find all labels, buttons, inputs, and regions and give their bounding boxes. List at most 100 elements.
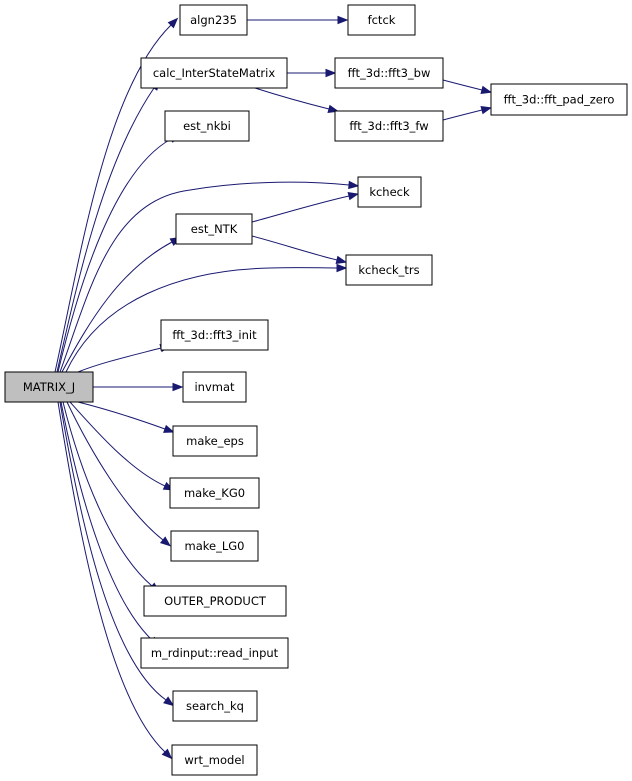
node-calc-interstatematrix[interactable]: calc_InterStateMatrix	[140, 57, 288, 89]
node-label: invmat	[194, 380, 235, 394]
node-label: est_NTK	[191, 222, 238, 236]
node-fctck[interactable]: fctck	[347, 4, 416, 36]
edge-matrix_j-to-kcheck	[59, 180, 360, 373]
edge-line	[54, 24, 172, 373]
arrow-head	[336, 263, 348, 273]
node-box	[170, 530, 259, 562]
node-label: OUTER_PRODUCT	[164, 594, 267, 608]
edge-calc_interstatematrix-to-fft3_fw	[254, 87, 340, 113]
edge-matrix_j-to-algn235	[54, 17, 179, 373]
node-invmat[interactable]: invmat	[182, 371, 247, 403]
arrow-head	[167, 17, 179, 29]
node-box	[171, 744, 258, 776]
arrow-head	[335, 255, 348, 264]
node-outer-product[interactable]: OUTER_PRODUCT	[143, 585, 287, 617]
edge-line	[60, 401, 153, 641]
arrow-head	[161, 748, 173, 760]
arrow-head	[172, 382, 184, 392]
edge-line	[66, 401, 164, 541]
arrow-head	[325, 68, 337, 78]
node-fft3-bw[interactable]: fft_3d::fft3_bw	[334, 57, 444, 89]
node-box	[172, 425, 258, 457]
node-make-lg0[interactable]: make_LG0	[170, 530, 259, 562]
edge-line	[442, 109, 483, 121]
node-box	[169, 477, 260, 509]
edge-matrix_j-to-search_kq	[59, 401, 175, 707]
edge-matrix_j-to-make_kg0	[69, 401, 175, 491]
node-label: fft_3d::fft_pad_zero	[504, 93, 615, 107]
node-box	[164, 110, 250, 142]
edge-line	[251, 195, 350, 223]
node-label: kcheck	[369, 185, 410, 199]
arrow-head	[348, 180, 360, 190]
arrow-head	[347, 191, 360, 201]
node-box	[172, 690, 258, 722]
edge-matrix_j-to-make_lg0	[66, 401, 172, 547]
node-box	[347, 4, 416, 36]
node-fft3-init[interactable]: fft_3d::fft3_init	[160, 319, 269, 351]
node-make-eps[interactable]: make_eps	[172, 425, 258, 457]
edge-matrix_j-to-calc_interstatematrix	[56, 79, 160, 373]
node-label: calc_InterStateMatrix	[153, 66, 275, 80]
node-label: make_KG0	[184, 486, 245, 500]
node-make-kg0[interactable]: make_KG0	[169, 477, 260, 509]
node-box	[143, 585, 287, 617]
node-label: make_eps	[186, 434, 244, 448]
edge-line	[62, 401, 153, 587]
node-search-kq[interactable]: search_kq	[172, 690, 258, 722]
node-box	[345, 254, 433, 286]
node-algn235[interactable]: algn235	[179, 4, 248, 36]
arrow-head	[163, 424, 175, 433]
edge-line	[77, 401, 166, 430]
edge-line	[69, 401, 166, 487]
node-box	[490, 83, 628, 116]
node-fft-pad-zero[interactable]: fft_3d::fft_pad_zero	[490, 83, 628, 116]
node-box	[334, 110, 444, 142]
node-box	[182, 371, 247, 403]
edge-matrix_j-to-invmat	[93, 382, 184, 392]
edge-matrix_j-to-est_ntk	[61, 236, 182, 373]
node-matrix-j[interactable]: MATRIX_J	[4, 371, 94, 403]
node-label: make_LG0	[185, 539, 245, 553]
node-fft3-fw[interactable]: fft_3d::fft3_fw	[334, 110, 444, 142]
node-box	[160, 319, 269, 351]
edge-matrix_j-to-kcheck_trs	[65, 263, 348, 373]
node-est-ntk[interactable]: est_NTK	[175, 213, 253, 245]
edge-est_ntk-to-kcheck	[251, 191, 360, 223]
node-box	[179, 4, 248, 36]
node-box	[140, 637, 289, 669]
node-label: fft_3d::fft3_bw	[348, 66, 431, 80]
arrow-head	[480, 106, 493, 115]
node-box	[357, 176, 422, 208]
node-label: kcheck_trs	[358, 263, 419, 277]
node-box	[4, 371, 94, 403]
node-label: search_kq	[186, 699, 244, 713]
node-label: est_nkbi	[183, 119, 231, 133]
edge-algn235-to-fctck	[247, 15, 349, 25]
node-box	[175, 213, 253, 245]
edge-line	[61, 241, 173, 373]
edge-line	[77, 347, 162, 373]
node-est-nkbi[interactable]: est_nkbi	[164, 110, 250, 142]
edge-line	[56, 87, 155, 373]
edge-line	[442, 79, 483, 91]
node-layer: MATRIX_J algn235 fctck calc_InterStateMatri…	[4, 4, 628, 776]
node-label: wrt_model	[184, 753, 244, 767]
edge-line	[65, 267, 338, 373]
edge-line	[57, 401, 166, 753]
node-label: fft_3d::fft3_fw	[349, 119, 428, 133]
node-wrt-model[interactable]: wrt_model	[171, 744, 258, 776]
edge-fft3_fw-to-fft_pad_zero	[442, 106, 493, 121]
node-box	[140, 57, 288, 89]
edge-line	[59, 181, 350, 373]
edge-line	[59, 401, 167, 701]
node-kcheck[interactable]: kcheck	[357, 176, 422, 208]
node-label: fctck	[368, 13, 396, 27]
edge-fft3_bw-to-fft_pad_zero	[442, 79, 493, 94]
edge-line	[57, 138, 172, 373]
edge-line	[254, 87, 330, 110]
edge-matrix_j-to-fft3_init	[77, 344, 172, 373]
node-kcheck-trs[interactable]: kcheck_trs	[345, 254, 433, 286]
edge-calc_interstatematrix-to-fft3_bw	[287, 68, 337, 78]
node-read-input[interactable]: m_rdinput::read_input	[140, 637, 289, 669]
